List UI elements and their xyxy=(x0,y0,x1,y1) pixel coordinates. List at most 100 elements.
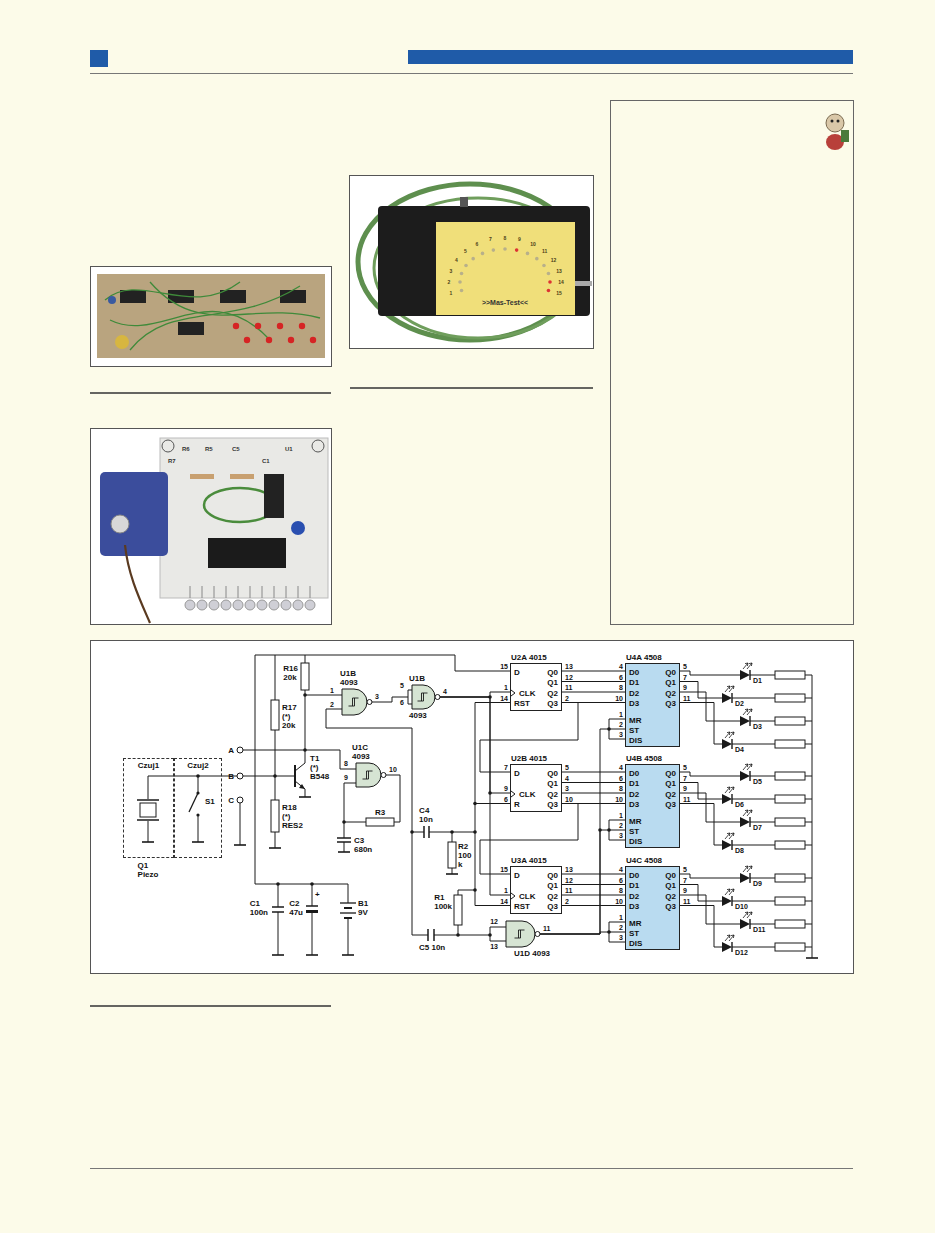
photo-led xyxy=(305,600,315,610)
wire-line xyxy=(278,912,279,955)
gate-symbol xyxy=(500,920,540,948)
device-scale-number: 10 xyxy=(530,241,536,247)
wire-line xyxy=(475,905,510,906)
pin-number: 2 xyxy=(565,898,569,906)
wire-line xyxy=(278,884,279,907)
photo-switch xyxy=(100,472,168,556)
pin-number: 5 xyxy=(683,663,687,671)
ground-symbol xyxy=(338,851,350,853)
pin-number: 12 xyxy=(565,877,573,885)
pin-number: 10 xyxy=(615,695,623,703)
pin-name: D xyxy=(514,769,520,778)
led-symbol xyxy=(740,670,750,680)
pin-number: 8 xyxy=(619,684,623,692)
ground-symbol xyxy=(192,841,204,843)
wire-line xyxy=(805,924,812,925)
wire-line xyxy=(305,789,306,797)
pin-name: CLK xyxy=(519,790,535,799)
pin-name: Q3 xyxy=(665,699,676,708)
chip-name: U2A 4015 xyxy=(511,653,547,662)
gate-bubble xyxy=(381,773,386,778)
piezo-symbol xyxy=(140,803,156,817)
pin-name: MR xyxy=(629,716,641,725)
wire-line xyxy=(434,935,490,936)
pin-name: D2 xyxy=(629,790,639,799)
part-label: R1 100k xyxy=(434,893,452,911)
wire-line xyxy=(275,655,276,700)
pin-name: MR xyxy=(629,817,641,826)
pin-number: 9 xyxy=(504,785,508,793)
wire-line xyxy=(750,924,775,925)
part-label: R3 xyxy=(375,808,385,817)
pin-number: 11 xyxy=(565,684,572,692)
device-scale-number: 5 xyxy=(464,248,467,254)
photo-frame xyxy=(91,429,332,625)
pin-number: 10 xyxy=(389,766,397,774)
device-scale-number: 7 xyxy=(489,236,492,242)
pin-number: 6 xyxy=(619,877,623,885)
header-square xyxy=(90,50,108,67)
battery-symbol xyxy=(340,912,356,913)
photo-led xyxy=(526,252,530,256)
device-scale-number: 11 xyxy=(542,248,547,254)
photo-led xyxy=(542,264,546,268)
photo-led-leg xyxy=(262,586,263,598)
wire-line xyxy=(750,776,775,777)
wire-line xyxy=(312,884,313,906)
wire-line xyxy=(680,772,740,776)
gate-body xyxy=(356,763,381,787)
photo-led xyxy=(503,247,507,251)
gate-body xyxy=(342,689,367,715)
pin-number: 1 xyxy=(619,914,623,922)
wire-line xyxy=(458,890,475,895)
schmitt-mark xyxy=(418,693,428,701)
wire-line xyxy=(305,695,336,696)
led-label: D7 xyxy=(753,824,762,832)
device-scale-number: 15 xyxy=(556,290,562,296)
device-text: >>Mas-Test<< xyxy=(482,299,528,307)
photo-box xyxy=(378,206,590,316)
transistor-symbol xyxy=(299,784,305,789)
wire-line xyxy=(275,730,276,800)
wire-line xyxy=(680,682,722,699)
chip-name: U4C 4508 xyxy=(626,856,662,865)
pin-number: 2 xyxy=(619,721,623,729)
pin-name: CLK xyxy=(519,892,535,901)
pin-number: 2 xyxy=(619,924,623,932)
wire-line xyxy=(305,690,306,763)
clock-mark xyxy=(511,867,519,915)
wire-line xyxy=(732,947,775,948)
sensor-name: Czuj1 xyxy=(138,761,159,770)
photo-led xyxy=(233,600,243,610)
side-panel xyxy=(611,101,854,625)
wire-line xyxy=(609,820,625,821)
part-label: R2 100 k xyxy=(458,842,471,869)
pin-number: 13 xyxy=(565,663,573,671)
pin-name: D xyxy=(514,668,520,677)
ground-symbol xyxy=(234,844,246,846)
pin-number: 15 xyxy=(500,866,508,874)
device-scale-number: 3 xyxy=(450,268,453,274)
wire-line xyxy=(609,739,625,740)
led-label: D12 xyxy=(735,949,748,957)
wire-connector xyxy=(440,697,510,895)
wire-line xyxy=(805,878,812,879)
photo-label xyxy=(436,222,575,315)
gate-symbol xyxy=(406,684,440,710)
device-scale-number: 2 xyxy=(448,279,451,285)
pin-number: 2 xyxy=(619,822,623,830)
pin-name: Q3 xyxy=(665,902,676,911)
chip-name: U4A 4508 xyxy=(626,653,662,662)
pin-name: Q0 xyxy=(547,769,558,778)
wire-line xyxy=(750,822,775,823)
pin-number: 14 xyxy=(500,695,508,703)
wire-line xyxy=(680,692,740,721)
photo-resistor xyxy=(230,474,254,479)
pin-name: Q2 xyxy=(547,892,558,901)
resistor-symbol xyxy=(775,671,805,679)
part-label: R17 (*) 20k xyxy=(282,703,297,730)
photo-led xyxy=(310,337,316,343)
led-symbol xyxy=(740,817,750,827)
photo-wire xyxy=(110,311,270,340)
photo-led xyxy=(458,280,462,284)
